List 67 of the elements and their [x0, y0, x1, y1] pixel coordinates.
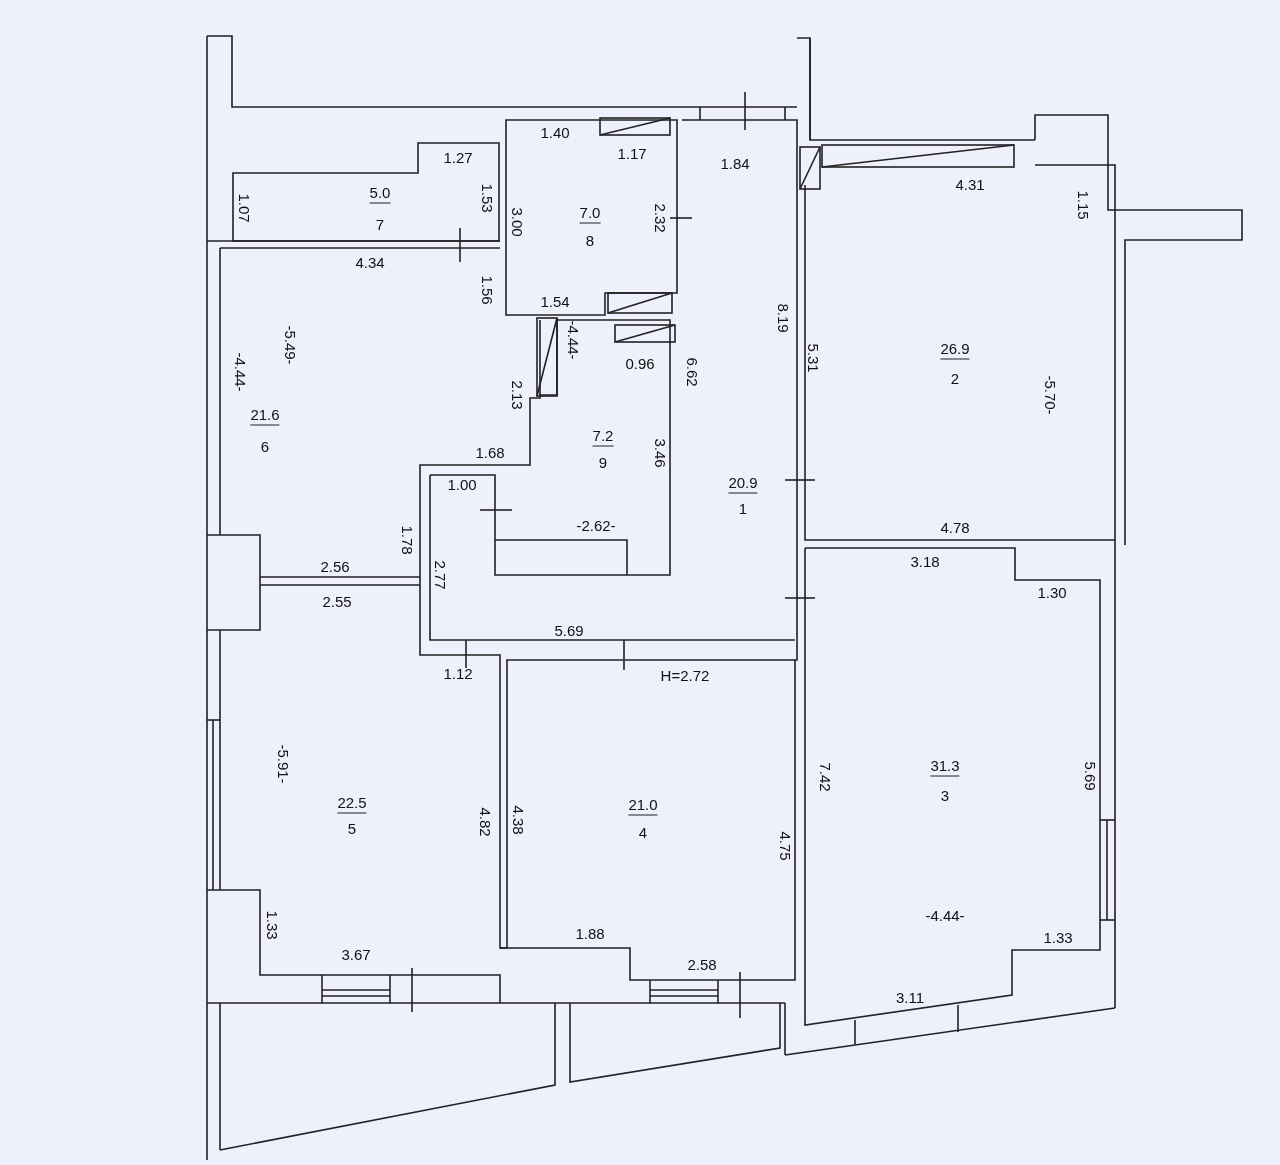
dimension-label: -5.49- — [282, 325, 298, 365]
room-area: 26.9 — [940, 340, 970, 360]
dimension-label: 6.62 — [684, 357, 700, 387]
dimension-label: 1.78 — [399, 525, 415, 555]
room-number: 5 — [347, 820, 357, 836]
dimension-label: 7.42 — [817, 762, 833, 792]
room-number: 2 — [950, 370, 960, 386]
room-area: 21.0 — [628, 796, 658, 816]
room-area: 7.0 — [579, 204, 601, 224]
dimension-label: 1.12 — [443, 665, 473, 681]
dimension-label: 1.17 — [617, 145, 647, 161]
dimension-label: 1.15 — [1075, 190, 1091, 220]
dimension-label: 3.46 — [652, 438, 668, 468]
dimension-label: 1.00 — [447, 476, 477, 492]
dimension-label: 8.19 — [775, 303, 791, 333]
room-area: 21.6 — [250, 406, 280, 426]
room-number: 6 — [260, 438, 270, 454]
dimension-label: 1.40 — [540, 124, 570, 140]
room-area: 5.0 — [369, 184, 391, 204]
dimension-label: 5.69 — [1082, 761, 1098, 791]
dimension-label: 4.78 — [940, 519, 970, 535]
dimension-label: 1.07 — [236, 193, 252, 223]
dimension-label: 1.54 — [540, 293, 570, 309]
dimension-label: 2.56 — [320, 558, 350, 574]
dimension-label: 3.67 — [341, 946, 371, 962]
dimension-label: 4.75 — [777, 831, 793, 861]
dimension-label: 0.96 — [625, 355, 655, 371]
dimension-label: 1.27 — [443, 149, 473, 165]
room-area: 7.2 — [592, 427, 614, 447]
dimension-label: -4.44- — [925, 907, 965, 923]
room-area: 20.9 — [728, 474, 758, 494]
dimension-label: 1.30 — [1037, 584, 1067, 600]
room-number: 7 — [375, 216, 385, 232]
dimension-label: 1.33 — [264, 910, 280, 940]
dimension-label: 1.56 — [479, 275, 495, 305]
room-number: 9 — [598, 454, 608, 470]
dimension-label: -5.70- — [1042, 375, 1058, 415]
dimension-label: 2.32 — [652, 203, 668, 233]
ceiling-height-label: H=2.72 — [660, 667, 710, 683]
dimension-label: 1.33 — [1043, 929, 1073, 945]
dimension-label: 2.13 — [509, 380, 525, 410]
dimension-label: 4.38 — [510, 805, 526, 835]
dimension-label: 2.58 — [687, 956, 717, 972]
dimension-label: 1.88 — [575, 925, 605, 941]
dimension-label: -2.62- — [576, 517, 616, 533]
room-number: 4 — [638, 824, 648, 840]
room-area: 22.5 — [337, 794, 367, 814]
dimension-label: -4.44- — [232, 352, 248, 392]
dimension-label: 1.84 — [720, 155, 750, 171]
dimension-label: 4.31 — [955, 176, 985, 192]
dimension-label: 3.18 — [910, 553, 940, 569]
room-number: 1 — [738, 500, 748, 516]
dimension-label: 3.00 — [509, 207, 525, 237]
dimension-label: 2.77 — [432, 560, 448, 590]
dimension-label: 1.68 — [475, 444, 505, 460]
dimension-label: 3.11 — [895, 989, 925, 1005]
dimension-label: 4.34 — [355, 254, 385, 270]
dimension-label: 5.69 — [554, 622, 584, 638]
dimension-label: 5.31 — [805, 343, 821, 373]
dimension-label: -4.44- — [565, 320, 581, 360]
room-number: 8 — [585, 232, 595, 248]
dimension-label: 1.53 — [479, 183, 495, 213]
room-area: 31.3 — [930, 757, 960, 777]
dimension-label: 2.55 — [322, 593, 352, 609]
dimension-label: 4.82 — [477, 807, 493, 837]
room-number: 3 — [940, 787, 950, 803]
dimension-label: -5.91- — [275, 744, 291, 784]
